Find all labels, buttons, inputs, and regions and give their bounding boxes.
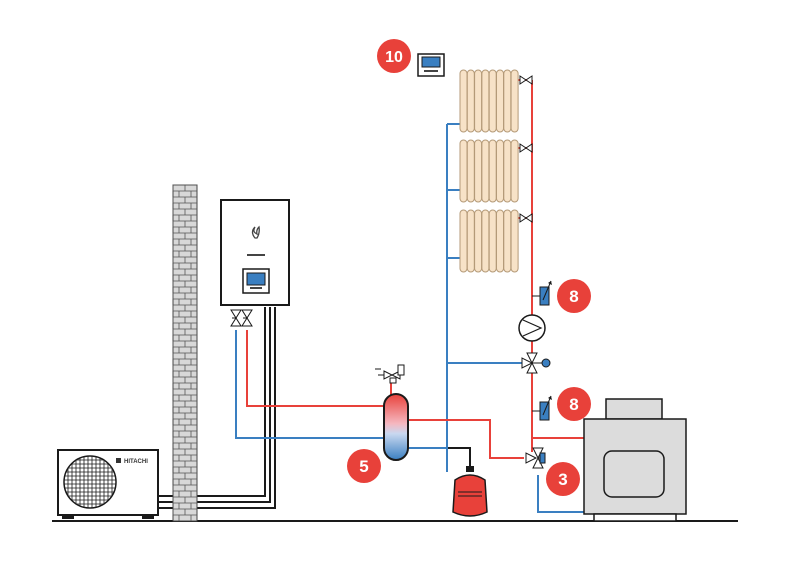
badge-mixing-valve: 3 [546,462,580,496]
isolation-valves [230,309,253,327]
badge-label: 8 [569,287,578,306]
valve-icon [519,75,533,85]
valve-icon [519,143,533,153]
circulator-pump-icon [518,314,546,342]
brand-logo-mark [116,458,121,463]
mixing-valve-icon [525,447,546,469]
radiator-valves [519,75,533,223]
valve-icon [241,309,253,327]
badge-sensor-bottom: 8 [557,387,591,421]
radiator [459,209,519,273]
hot-flow-pipes [246,79,584,459]
brand-label: HITACHI [124,459,148,465]
temperature-sensor-icon [532,395,552,421]
backup-boiler [583,398,687,522]
valve-icon [519,213,533,223]
cold-return-pipes [235,123,584,513]
radiator [459,139,519,203]
brick-chimney [172,184,198,522]
room-controller [417,53,445,77]
badge-label: 10 [385,49,403,66]
flame-icon [251,225,260,239]
safety-valve-icon [375,364,405,384]
badge-controller: 10 [377,39,411,73]
expansion-vessel [452,466,488,517]
indoor-hydro-unit [220,199,290,306]
outdoor-heat-pump-unit: HITACHI [57,449,159,519]
temperature-sensor-icon [532,280,552,306]
badge-label: 5 [359,457,368,476]
badge-buffer-tank: 5 [347,449,381,483]
badge-sensor-top: 8 [557,279,591,313]
badge-label: 3 [558,470,567,489]
badge-label: 8 [569,395,578,414]
valve-icon [230,309,242,327]
three-way-valve-icon [521,352,551,374]
refrigerant-pipes [158,307,471,509]
radiators [459,69,519,273]
radiator [459,69,519,133]
buffer-tank [383,393,409,461]
